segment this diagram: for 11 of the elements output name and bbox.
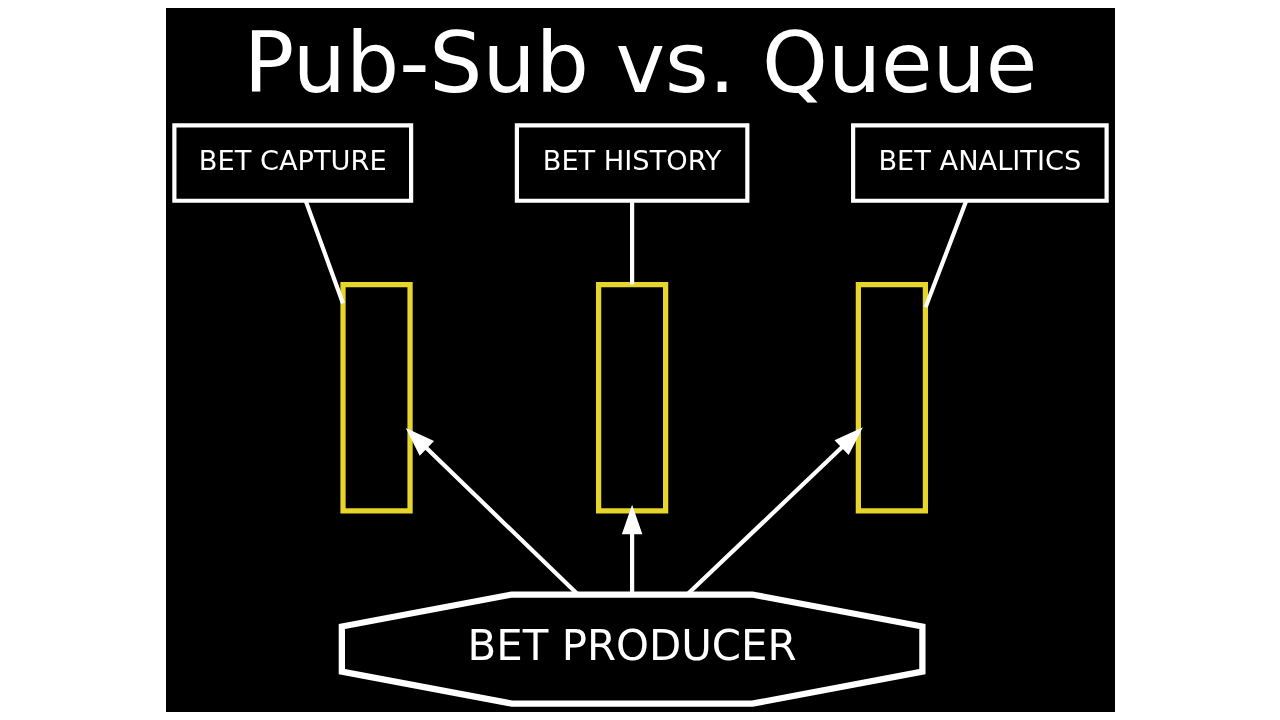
node-box: BET CAPTURE — [171, 123, 413, 203]
node-box: BET ANALITICS — [850, 123, 1109, 203]
node-box — [595, 281, 668, 514]
connector — [923, 200, 968, 308]
node-box: BET HISTORY — [514, 123, 749, 203]
connector — [303, 200, 345, 304]
arrow — [621, 504, 642, 595]
node-box — [855, 281, 928, 514]
diagram-title: Pub-Sub vs. Queue — [243, 13, 1037, 112]
connector — [629, 201, 634, 285]
node-box — [339, 281, 413, 514]
